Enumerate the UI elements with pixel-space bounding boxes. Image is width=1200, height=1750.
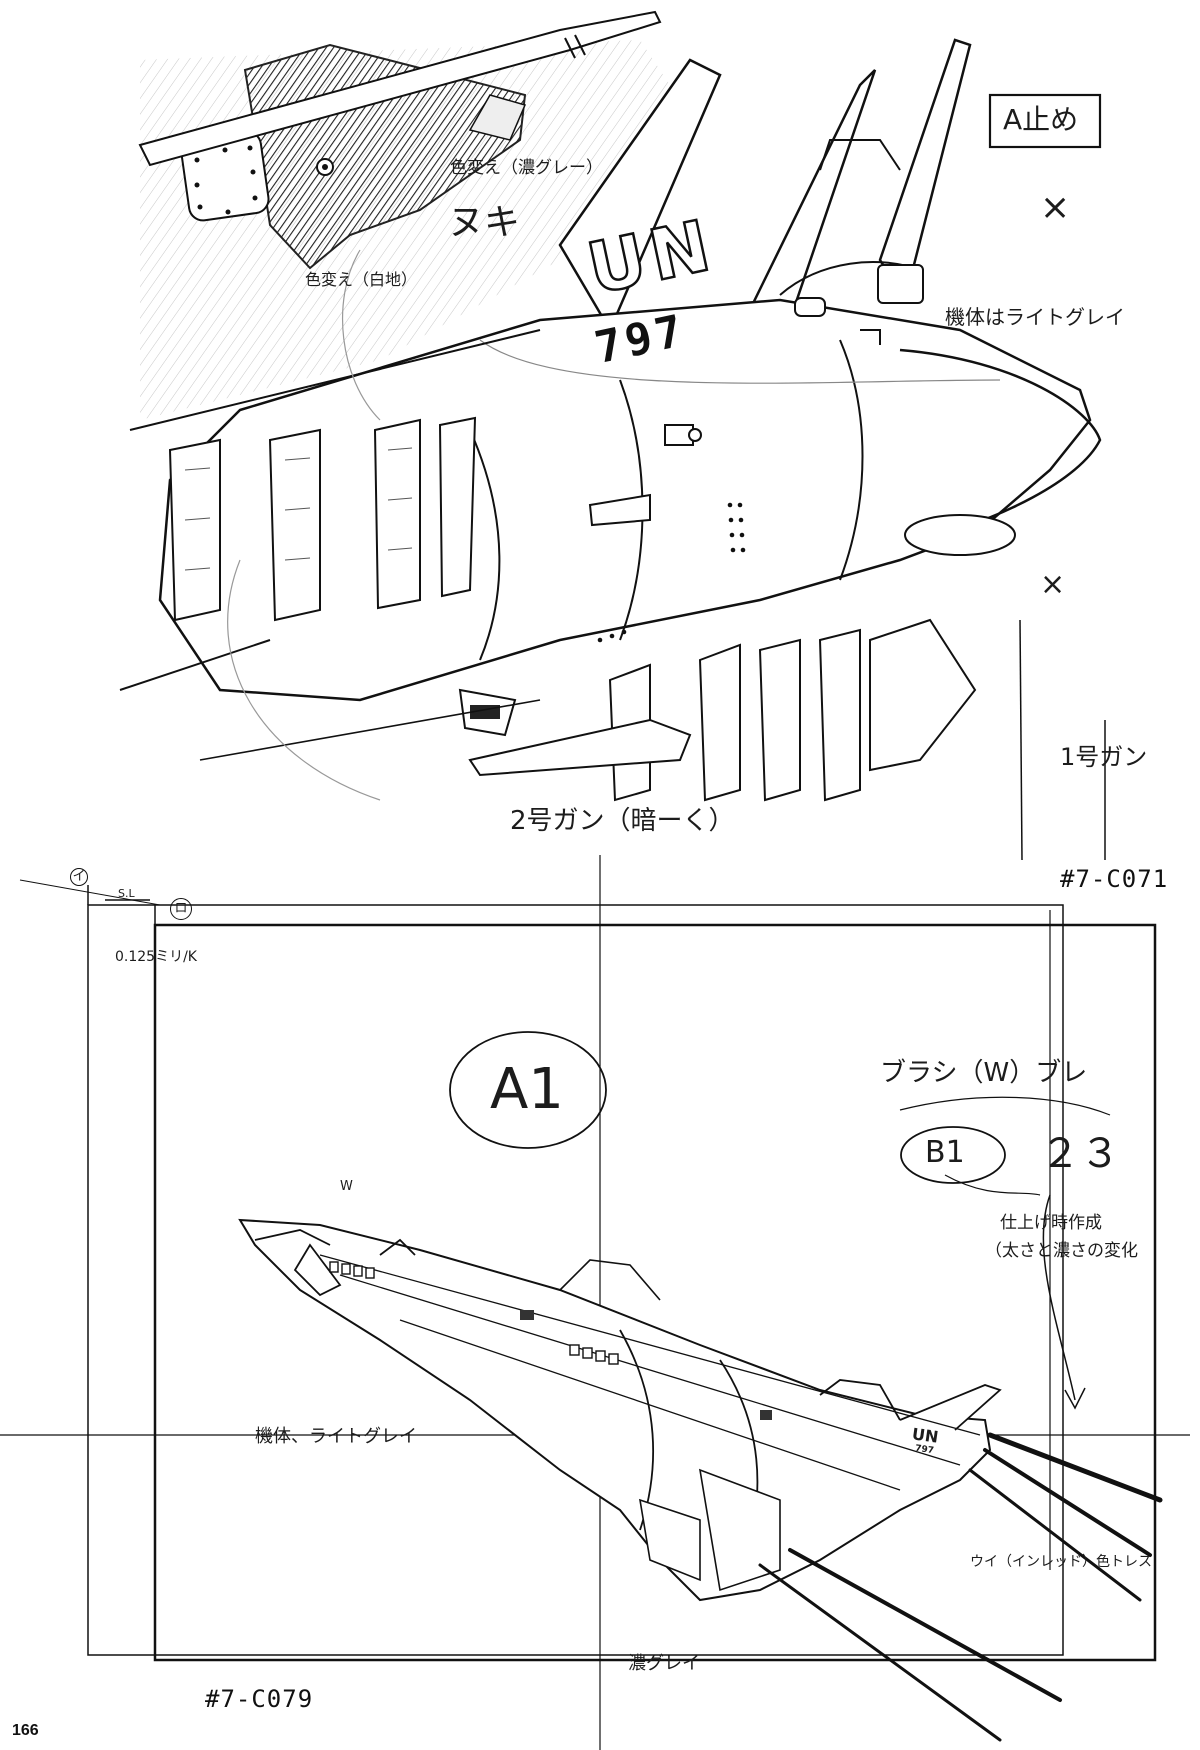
- exhaust-streaks: [758, 1432, 1163, 1742]
- outer-frame: [87, 904, 1064, 1656]
- note-w-mark: W: [340, 1179, 353, 1194]
- cel-a1: A1: [490, 1057, 564, 1122]
- cel-b1: B1: [925, 1135, 965, 1170]
- frame-mark-right: ロ: [170, 898, 192, 920]
- note-color-change-dark: 色変え（濃グレー）: [450, 158, 603, 178]
- note-body-light-gray-lower: 機体、ライトグレイ: [255, 1426, 417, 1447]
- note-gun-2: 2号ガン（暗ーく）: [510, 806, 735, 836]
- tail-fin-left: [558, 58, 722, 333]
- cross-mark: ×: [1040, 187, 1071, 228]
- note-finishing-2: （太さと濃さの変化: [985, 1241, 1138, 1261]
- note-gun-1: 1号ガン: [1060, 743, 1148, 771]
- frame-mark-left: イ: [70, 868, 88, 886]
- page-number: 166: [12, 1722, 39, 1739]
- missile: [138, 10, 662, 167]
- frame-speed-note: 0.125ミリ/K: [115, 949, 197, 965]
- note-nuki: ヌキ: [448, 202, 521, 243]
- note-color-change-white: 色変え（白地）: [305, 270, 418, 289]
- note-dark-gray: 濃グレイ: [628, 1653, 700, 1674]
- aircraft: [238, 1218, 1002, 1602]
- note-finishing-1: 仕上げ時作成: [1000, 1213, 1102, 1233]
- inlet-ribs-left: [168, 416, 477, 622]
- a-stop-box: [988, 93, 1102, 149]
- ventral-fin: [468, 718, 692, 777]
- cel-b-sequence: ２３: [1040, 1131, 1120, 1177]
- note-box-a-stop: A止め: [1003, 103, 1079, 136]
- camera-frame: [153, 923, 1157, 1662]
- note-inlet: ウイ（インレッド）色トレス: [970, 1554, 1152, 1570]
- cut-label-lower: #7-C079: [205, 1685, 314, 1713]
- inlet-ribs-right: [608, 618, 977, 802]
- frame-mark-sl: S.L: [118, 887, 135, 900]
- note-body-light-gray: 機体はライトグレイ: [945, 305, 1125, 329]
- b1-circle: [900, 1126, 1006, 1184]
- note-brush-blur: ブラシ（W）ブレ: [880, 1058, 1088, 1088]
- cut-label-upper: #7-C071: [1060, 865, 1169, 893]
- cross-mark: ×: [1040, 567, 1066, 602]
- upper-cut-sketch: [119, 10, 1106, 861]
- a1-circle: [449, 1031, 607, 1149]
